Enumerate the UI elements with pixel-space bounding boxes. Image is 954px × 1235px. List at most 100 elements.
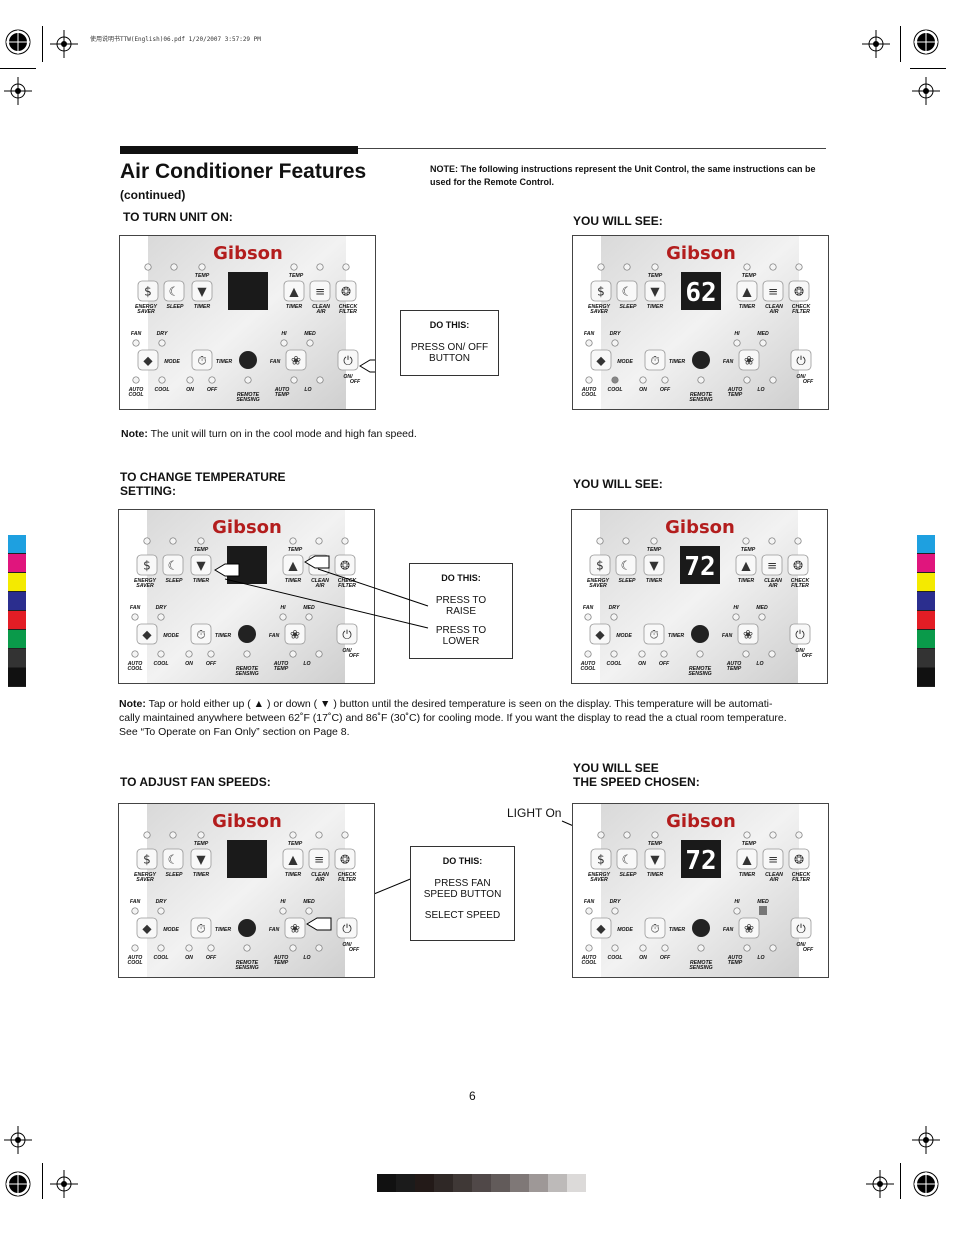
temp-down-button[interactable] <box>644 848 666 870</box>
crosshair-icon <box>4 77 32 105</box>
note-top: NOTE: The following instructions represe… <box>430 164 816 187</box>
fan-speed-button[interactable] <box>738 349 760 371</box>
color-swatch <box>917 668 935 687</box>
turn-on-heading: TO TURN UNIT ON: <box>123 210 233 224</box>
label-energy-saver: ENERGY <box>588 872 610 878</box>
clean-air-button[interactable] <box>761 554 783 576</box>
temp-down-icon: ▼ <box>197 285 207 299</box>
timer-button[interactable] <box>190 623 212 645</box>
temp-down-button[interactable] <box>644 280 666 302</box>
remote-sensor <box>238 625 256 643</box>
timer-button[interactable] <box>644 349 666 371</box>
sleep-button[interactable] <box>616 280 638 302</box>
power-button[interactable] <box>790 349 812 371</box>
check-filter-button[interactable] <box>787 554 809 576</box>
temp-up-button[interactable] <box>736 848 758 870</box>
mode-button[interactable] <box>589 623 611 645</box>
label-auto-cool: COOL <box>581 666 596 672</box>
mode-icon: ◆ <box>142 922 152 936</box>
check-filter-button[interactable] <box>335 280 357 302</box>
label-on: ON <box>639 955 647 961</box>
temp-down-button[interactable] <box>190 848 212 870</box>
label-sleep: SLEEP <box>165 578 183 584</box>
label-fan: FAN <box>130 605 141 611</box>
indicator-light <box>584 613 592 621</box>
check-filter-button[interactable] <box>788 848 810 870</box>
temp-up-button[interactable] <box>282 554 304 576</box>
label-lo: LO <box>303 661 310 667</box>
indicator-light <box>315 831 323 839</box>
sleep-icon: ☾ <box>622 853 633 867</box>
clean-air-button[interactable] <box>308 848 330 870</box>
temp-down-button[interactable] <box>190 554 212 576</box>
energy-saver-button[interactable] <box>136 848 158 870</box>
label-auto-temp: TEMP <box>728 392 743 398</box>
temp-down-icon: ▼ <box>196 559 206 573</box>
power-button[interactable] <box>337 349 359 371</box>
label-cool: COOL <box>155 387 170 393</box>
energy-saver-button[interactable] <box>136 554 158 576</box>
temperature-display <box>680 546 720 584</box>
temp-down-button[interactable] <box>191 280 213 302</box>
color-swatch <box>917 573 935 592</box>
fan-speed-button[interactable] <box>737 623 759 645</box>
temp-up-button[interactable] <box>736 280 758 302</box>
fan-speed-button[interactable] <box>284 623 306 645</box>
do-this-lower: PRESS TO LOWER <box>435 625 487 647</box>
sleep-button[interactable] <box>162 554 184 576</box>
mode-button[interactable] <box>590 349 612 371</box>
check-filter-icon: ❂ <box>340 853 350 867</box>
check-filter-icon: ❂ <box>340 559 350 573</box>
timer-button[interactable] <box>191 349 213 371</box>
page-number: 6 <box>469 1089 476 1103</box>
mode-button[interactable] <box>590 917 612 939</box>
fan-speed-button[interactable] <box>285 349 307 371</box>
label-off: OFF <box>207 387 218 393</box>
power-button[interactable] <box>790 917 812 939</box>
timer-button[interactable] <box>190 917 212 939</box>
indicator-light <box>341 831 349 839</box>
indicator-light <box>158 376 166 384</box>
cmyk-color-bar <box>917 535 935 687</box>
power-button[interactable] <box>336 917 358 939</box>
check-filter-icon: ❂ <box>341 285 351 299</box>
mode-button[interactable] <box>137 349 159 371</box>
sleep-button[interactable] <box>615 554 637 576</box>
color-swatch <box>917 611 935 630</box>
fan-speed-button[interactable] <box>738 917 760 939</box>
check-filter-button[interactable] <box>334 848 356 870</box>
mode-button[interactable] <box>136 917 158 939</box>
clean-air-button[interactable] <box>762 280 784 302</box>
sleep-button[interactable] <box>163 280 185 302</box>
energy-saver-button[interactable] <box>590 280 612 302</box>
check-filter-button[interactable] <box>334 554 356 576</box>
energy-saver-button[interactable] <box>590 848 612 870</box>
indicator-light <box>342 263 350 271</box>
label-auto-temp: AUTO <box>727 387 743 393</box>
energy-saver-button[interactable] <box>589 554 611 576</box>
clean-air-button[interactable] <box>762 848 784 870</box>
clean-air-button[interactable] <box>309 280 331 302</box>
mode-button[interactable] <box>136 623 158 645</box>
temp-up-button[interactable] <box>735 554 757 576</box>
sleep-button[interactable] <box>162 848 184 870</box>
label-on-off: ON/ <box>795 648 805 654</box>
check-filter-icon: ❂ <box>793 559 803 573</box>
temp-down-button[interactable] <box>643 554 665 576</box>
check-filter-button[interactable] <box>788 280 810 302</box>
temp-up-button[interactable] <box>282 848 304 870</box>
timer-button[interactable] <box>644 917 666 939</box>
power-button[interactable] <box>789 623 811 645</box>
indicator-light <box>611 944 619 952</box>
timer-button[interactable] <box>643 623 665 645</box>
power-button[interactable] <box>336 623 358 645</box>
sleep-button[interactable] <box>616 848 638 870</box>
indicator-light <box>198 263 206 271</box>
do-this-action: PRESS ON/ OFF BUTTON <box>410 342 489 364</box>
temp-up-button[interactable] <box>283 280 305 302</box>
indicator-light <box>768 537 776 545</box>
energy-saver-button[interactable] <box>137 280 159 302</box>
color-swatch <box>917 535 935 554</box>
fan-speed-button[interactable] <box>284 917 306 939</box>
indicator-light <box>207 650 215 658</box>
